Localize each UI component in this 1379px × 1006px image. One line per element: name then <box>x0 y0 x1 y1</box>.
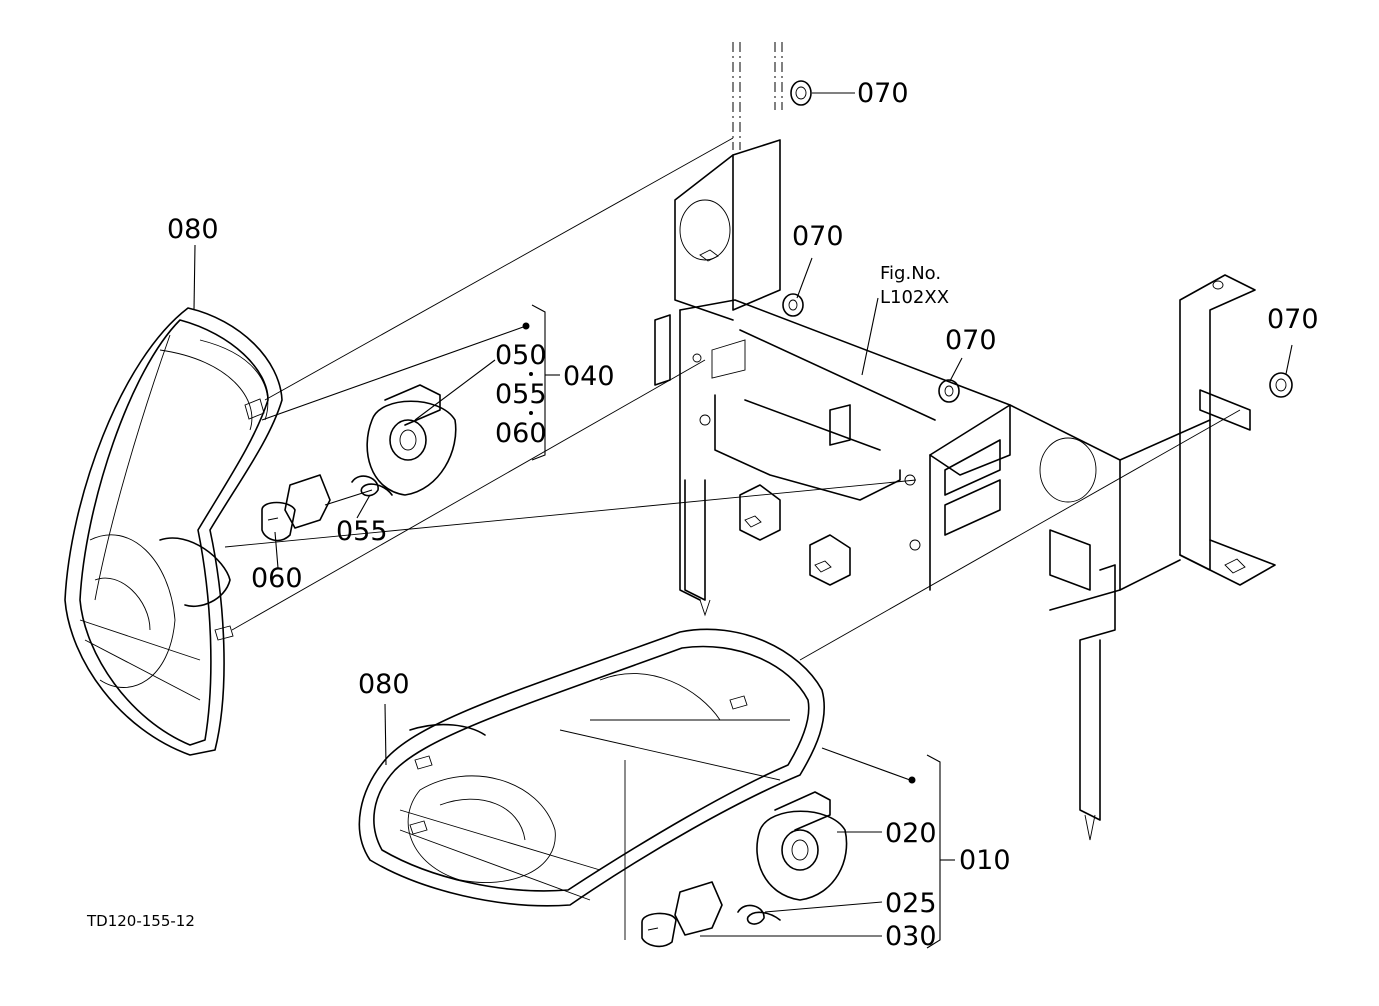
callout-nut-mid: 070 <box>945 325 997 356</box>
callout-lamp-lower: 080 <box>358 669 410 700</box>
group-bracket-lower <box>908 754 955 949</box>
callout-clip-upper: 055 <box>336 516 388 547</box>
fig-no-value: L102XX <box>880 287 949 308</box>
halogen-bulb-upper <box>261 474 331 542</box>
headlamp-lower <box>358 628 826 907</box>
halogen-bulb-lower <box>641 881 723 948</box>
callout-group-upper: 040 <box>563 361 615 392</box>
spring-clip-lower <box>737 904 781 925</box>
callout-group-upper-item2: 055 <box>495 379 547 410</box>
callout-nut-right: 070 <box>1267 304 1319 335</box>
bulb-cap-upper <box>366 384 457 496</box>
spring-clip-upper <box>351 475 393 497</box>
headlamp-left <box>64 307 283 756</box>
fig-no-label: Fig.No. <box>880 263 941 284</box>
callout-clip-lower: 025 <box>885 888 937 919</box>
callout-nut-top: 070 <box>857 78 909 109</box>
flange-nut-right <box>1269 372 1293 398</box>
callout-lamp-left: 080 <box>167 214 219 245</box>
drawing-number: TD120-155-12 <box>86 912 195 930</box>
bulb-cap-lower <box>756 791 848 901</box>
callout-cap-lower: 020 <box>885 818 937 849</box>
flange-nut-mid <box>938 379 960 403</box>
callout-bulb-lower: 030 <box>885 921 937 952</box>
callout-nut-mid-left: 070 <box>792 221 844 252</box>
flange-nut-mid-left <box>782 293 804 317</box>
callout-group-upper-item3: 060 <box>495 418 547 449</box>
callout-group-upper-item1: 050 <box>495 340 547 371</box>
callout-bulb-upper: 060 <box>251 563 303 594</box>
group-bracket-upper <box>522 304 560 461</box>
flange-nut-top <box>790 80 812 106</box>
callout-group-lower: 010 <box>959 845 1011 876</box>
leader-lines <box>193 92 1293 940</box>
